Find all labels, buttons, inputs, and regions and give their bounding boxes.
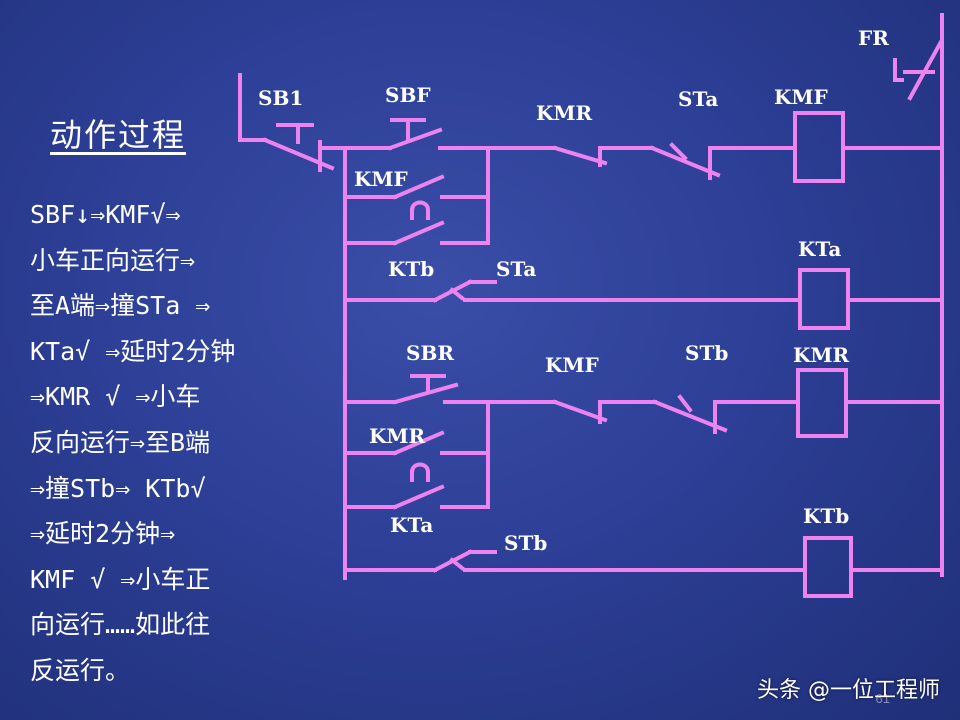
supply-rail-left <box>238 73 267 142</box>
label-stb-no: STb <box>504 531 547 555</box>
label-sbf: SBF <box>385 83 431 107</box>
kmr-nc-contact-rung1 <box>552 145 608 167</box>
label-ktb-coil: KTb <box>803 504 849 528</box>
label-kmr-aux: KMR <box>369 424 426 448</box>
step-line: 向运行……如此往 <box>30 610 211 640</box>
sta-nc-contact-rung1 <box>649 142 721 180</box>
label-kmf-nc-rung3: KMF <box>545 353 599 377</box>
page-number: 61 <box>875 691 890 706</box>
watermark: 头条 @一位工程师 <box>757 678 940 703</box>
label-fr: FR <box>858 26 889 50</box>
kmf-coil <box>793 111 845 183</box>
kmr-aux-contact <box>392 430 445 510</box>
label-kmr-coil: KMR <box>793 343 850 367</box>
sbf-button <box>387 118 443 151</box>
kta-contact-stb-no <box>432 549 497 573</box>
slide-title: 动作过程 <box>50 116 187 154</box>
step-line: 反向运行⇒至B端 <box>30 427 211 457</box>
label-kmf-aux: KMF <box>354 167 408 191</box>
label-sb1: SB1 <box>258 86 303 110</box>
step-line: SBF↓⇒KMF√⇒ <box>30 200 181 229</box>
label-kmr-nc-rung1: KMR <box>536 101 593 125</box>
step-line: KTa√ ⇒延时2分钟 <box>30 336 236 366</box>
kmr-coil <box>796 368 848 438</box>
label-kmf-coil: KMF <box>774 85 828 109</box>
label-sta-no: STa <box>496 257 536 281</box>
label-ktb-contact: KTb <box>388 257 434 281</box>
label-kta-coil: KTa <box>798 237 841 261</box>
label-sta-nc-rung1: STa <box>678 87 718 111</box>
step-line: KMF √ ⇒小车正 <box>30 564 211 594</box>
ktb-coil <box>803 536 853 598</box>
kmf-aux-contact <box>392 174 445 246</box>
process-steps: SBF↓⇒KMF√⇒ 小车正向运行⇒ 至A端⇒撞STa ⇒ KTa√ ⇒延时2分… <box>30 192 300 694</box>
label-sbr: SBR <box>406 341 454 365</box>
ktb-contact-sta-no <box>432 279 497 303</box>
step-line: 小车正向运行⇒ <box>30 245 196 275</box>
label-kta-contact: KTa <box>390 513 433 537</box>
fr-relay-contact <box>893 18 944 101</box>
sbr-button <box>392 374 459 405</box>
step-line: 反运行。 <box>30 655 131 685</box>
kta-coil <box>798 268 850 330</box>
label-stb-nc-rung3: STb <box>685 341 728 365</box>
step-line: 至A端⇒撞STa ⇒ <box>30 291 211 321</box>
stb-nc-contact-rung3 <box>652 394 728 434</box>
step-line: ⇒延时2分钟⇒ <box>30 519 176 549</box>
step-line: ⇒KMR √ ⇒小车 <box>30 382 201 412</box>
kmf-nc-contact-rung3 <box>552 399 608 424</box>
step-line: ⇒撞STb⇒ KTb√ <box>30 473 206 503</box>
